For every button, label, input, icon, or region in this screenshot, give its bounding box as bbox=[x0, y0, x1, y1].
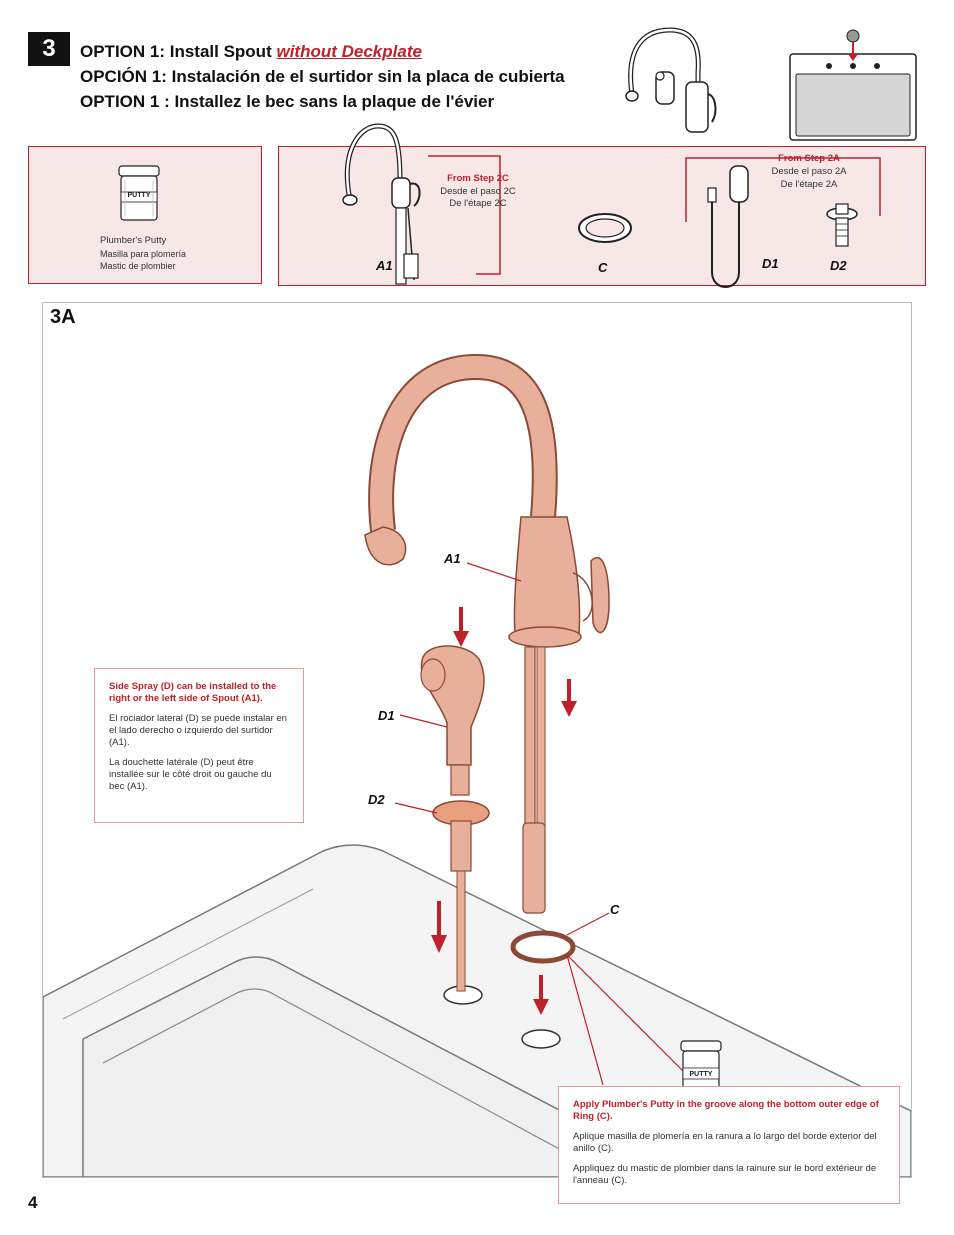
ring-c-part-illustration bbox=[578, 213, 632, 243]
diagram-label-a1: A1 bbox=[444, 551, 461, 566]
from-step-2a-bracket bbox=[685, 157, 881, 222]
putty-jar-note-icon bbox=[680, 1040, 722, 1096]
heading-english-prefix: OPTION 1: Install Spout bbox=[80, 42, 277, 61]
side-spray-base-d2-part-illustration bbox=[826, 203, 858, 247]
diagram-label-d2: D2 bbox=[368, 792, 385, 807]
from-step-2a-english: From Step 2A bbox=[778, 153, 840, 164]
step-number-badge: 3 bbox=[28, 32, 70, 66]
heading-spanish: OPCIÓN 1: Instalación de el surtidor sin… bbox=[80, 67, 565, 86]
diagram-label-d1: D1 bbox=[378, 708, 395, 723]
side-spray-note-english: Side Spray (D) can be installed to the r… bbox=[109, 681, 277, 704]
putty-jar-label: PUTTY bbox=[127, 192, 151, 199]
putty-caption-french: Mastic de plombier bbox=[100, 261, 176, 271]
putty-jar-icon bbox=[118, 165, 160, 221]
from-step-2c-french: De l'étape 2C bbox=[449, 198, 507, 209]
page-number: 4 bbox=[28, 1193, 38, 1212]
side-spray-note-french: La douchette latérale (D) peut être inst… bbox=[109, 757, 272, 792]
putty-note: Apply Plumber's Putty in the groove alon… bbox=[558, 1086, 900, 1204]
from-step-2a-french: De l'étape 2A bbox=[780, 179, 838, 190]
part-label-d1: D1 bbox=[762, 256, 779, 271]
step-3a-frame bbox=[42, 302, 912, 1178]
from-step-2c-bracket bbox=[428, 155, 501, 275]
putty-note-french: Appliquez du mastic de plombier dans la … bbox=[573, 1163, 877, 1186]
putty-note-spanish: Aplique masilla de plomería en la ranura… bbox=[573, 1131, 877, 1154]
diagram-label-c: C bbox=[610, 902, 620, 917]
faucet-overview-illustration bbox=[625, 27, 717, 133]
side-spray-note: Side Spray (D) can be installed to the r… bbox=[94, 668, 304, 823]
heading-english-emphasis: without Deckplate bbox=[276, 42, 422, 61]
spout-a1-part-illustration bbox=[342, 123, 421, 285]
side-spray-note-spanish: El rociador lateral (D) se puede instala… bbox=[109, 713, 287, 748]
from-step-2c-spanish: Desde el paso 2C bbox=[440, 186, 516, 197]
sub-step-label: 3A bbox=[50, 306, 76, 328]
putty-note-jar-label: PUTTY bbox=[689, 1071, 713, 1078]
side-spray-d1-part-illustration bbox=[707, 165, 749, 288]
part-label-c: C bbox=[598, 260, 608, 275]
putty-note-english: Apply Plumber's Putty in the groove alon… bbox=[573, 1099, 879, 1122]
sink-deck-overview-illustration bbox=[789, 29, 917, 141]
from-step-2a-spanish: Desde el paso 2A bbox=[771, 166, 847, 177]
part-label-d2: D2 bbox=[830, 258, 847, 273]
heading-french: OPTION 1 : Installez le bec sans la plaq… bbox=[80, 92, 495, 111]
from-step-2c-english: From Step 2C bbox=[447, 173, 509, 184]
putty-caption-spanish: Masilla para plomería bbox=[100, 249, 187, 259]
putty-caption-english: Plumber's Putty bbox=[100, 235, 167, 246]
part-label-a1: A1 bbox=[376, 258, 393, 273]
heading-english: OPTION 1: Install Spout without Deckplat… bbox=[80, 42, 422, 62]
